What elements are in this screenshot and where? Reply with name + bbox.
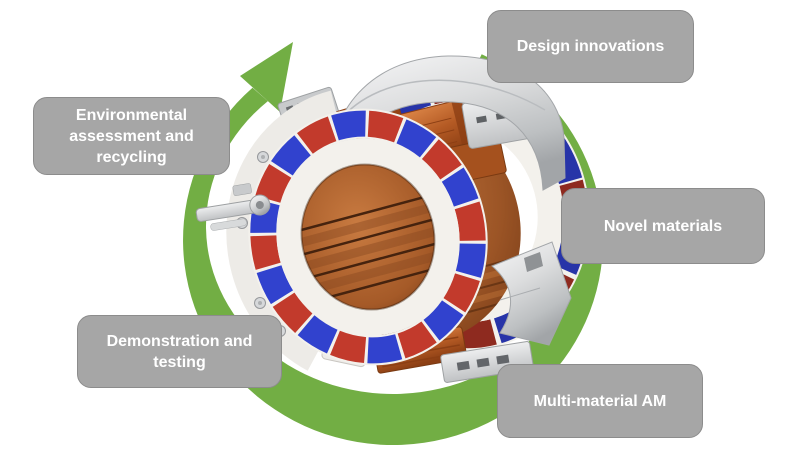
node-label: Design innovations bbox=[516, 38, 665, 55]
arrow-head bbox=[240, 42, 293, 112]
node-multi-material-am: Multi-material AM bbox=[497, 364, 703, 438]
node-environmental-assessment-recycling: Environmental assessment and recycling bbox=[33, 97, 230, 175]
node-demonstration-and-testing: Demonstration and testing bbox=[77, 315, 282, 388]
motor-illustration bbox=[195, 55, 590, 388]
node-label: Novel materials bbox=[603, 217, 723, 235]
node-label: Environmental assessment and recycling bbox=[69, 106, 194, 166]
cycle-arrow bbox=[183, 42, 604, 446]
node-design-innovations: Design innovations bbox=[487, 10, 694, 83]
node-label: Demonstration and testing bbox=[106, 332, 253, 371]
motor-housing-wedge bbox=[491, 241, 572, 346]
motor-front-ring bbox=[248, 108, 488, 366]
node-label: Multi-material AM bbox=[533, 392, 667, 410]
motor-housing-shell bbox=[328, 55, 566, 191]
motor-shaft bbox=[195, 183, 271, 231]
motor-bore bbox=[293, 163, 449, 311]
node-novel-materials: Novel materials bbox=[561, 188, 765, 264]
